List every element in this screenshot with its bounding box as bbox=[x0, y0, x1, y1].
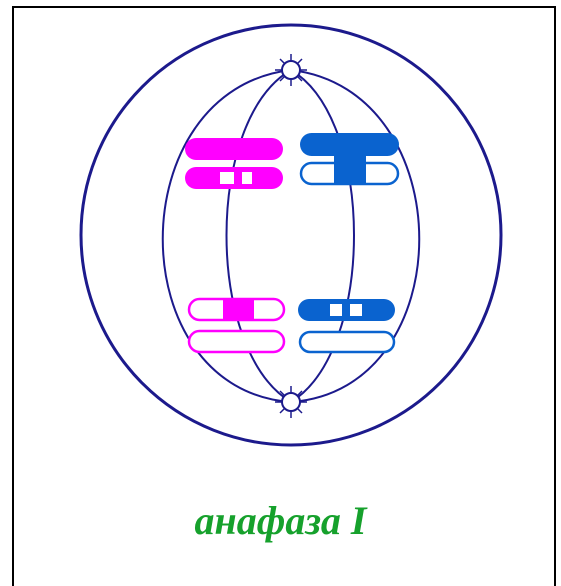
centrosome-bottom bbox=[275, 386, 307, 418]
cell-membrane bbox=[79, 23, 503, 447]
chromosome-top-right-blue bbox=[299, 133, 400, 186]
chromosome-top-left-magenta bbox=[185, 138, 283, 189]
spindle-fiber-inner-left bbox=[225, 69, 292, 403]
spindle-fiber-inner-right bbox=[290, 69, 355, 403]
centrosome-top bbox=[275, 54, 307, 86]
chromosome-bottom-right-blue bbox=[298, 299, 396, 354]
spindle-fiber-outer-left bbox=[161, 69, 292, 403]
picture-frame bbox=[12, 6, 556, 586]
chromosome-bottom-left-magenta bbox=[187, 297, 286, 354]
spindle-fibers bbox=[161, 69, 421, 403]
diagram-caption: анафаза I bbox=[194, 498, 367, 543]
spindle-fiber-outer-right bbox=[290, 69, 421, 403]
